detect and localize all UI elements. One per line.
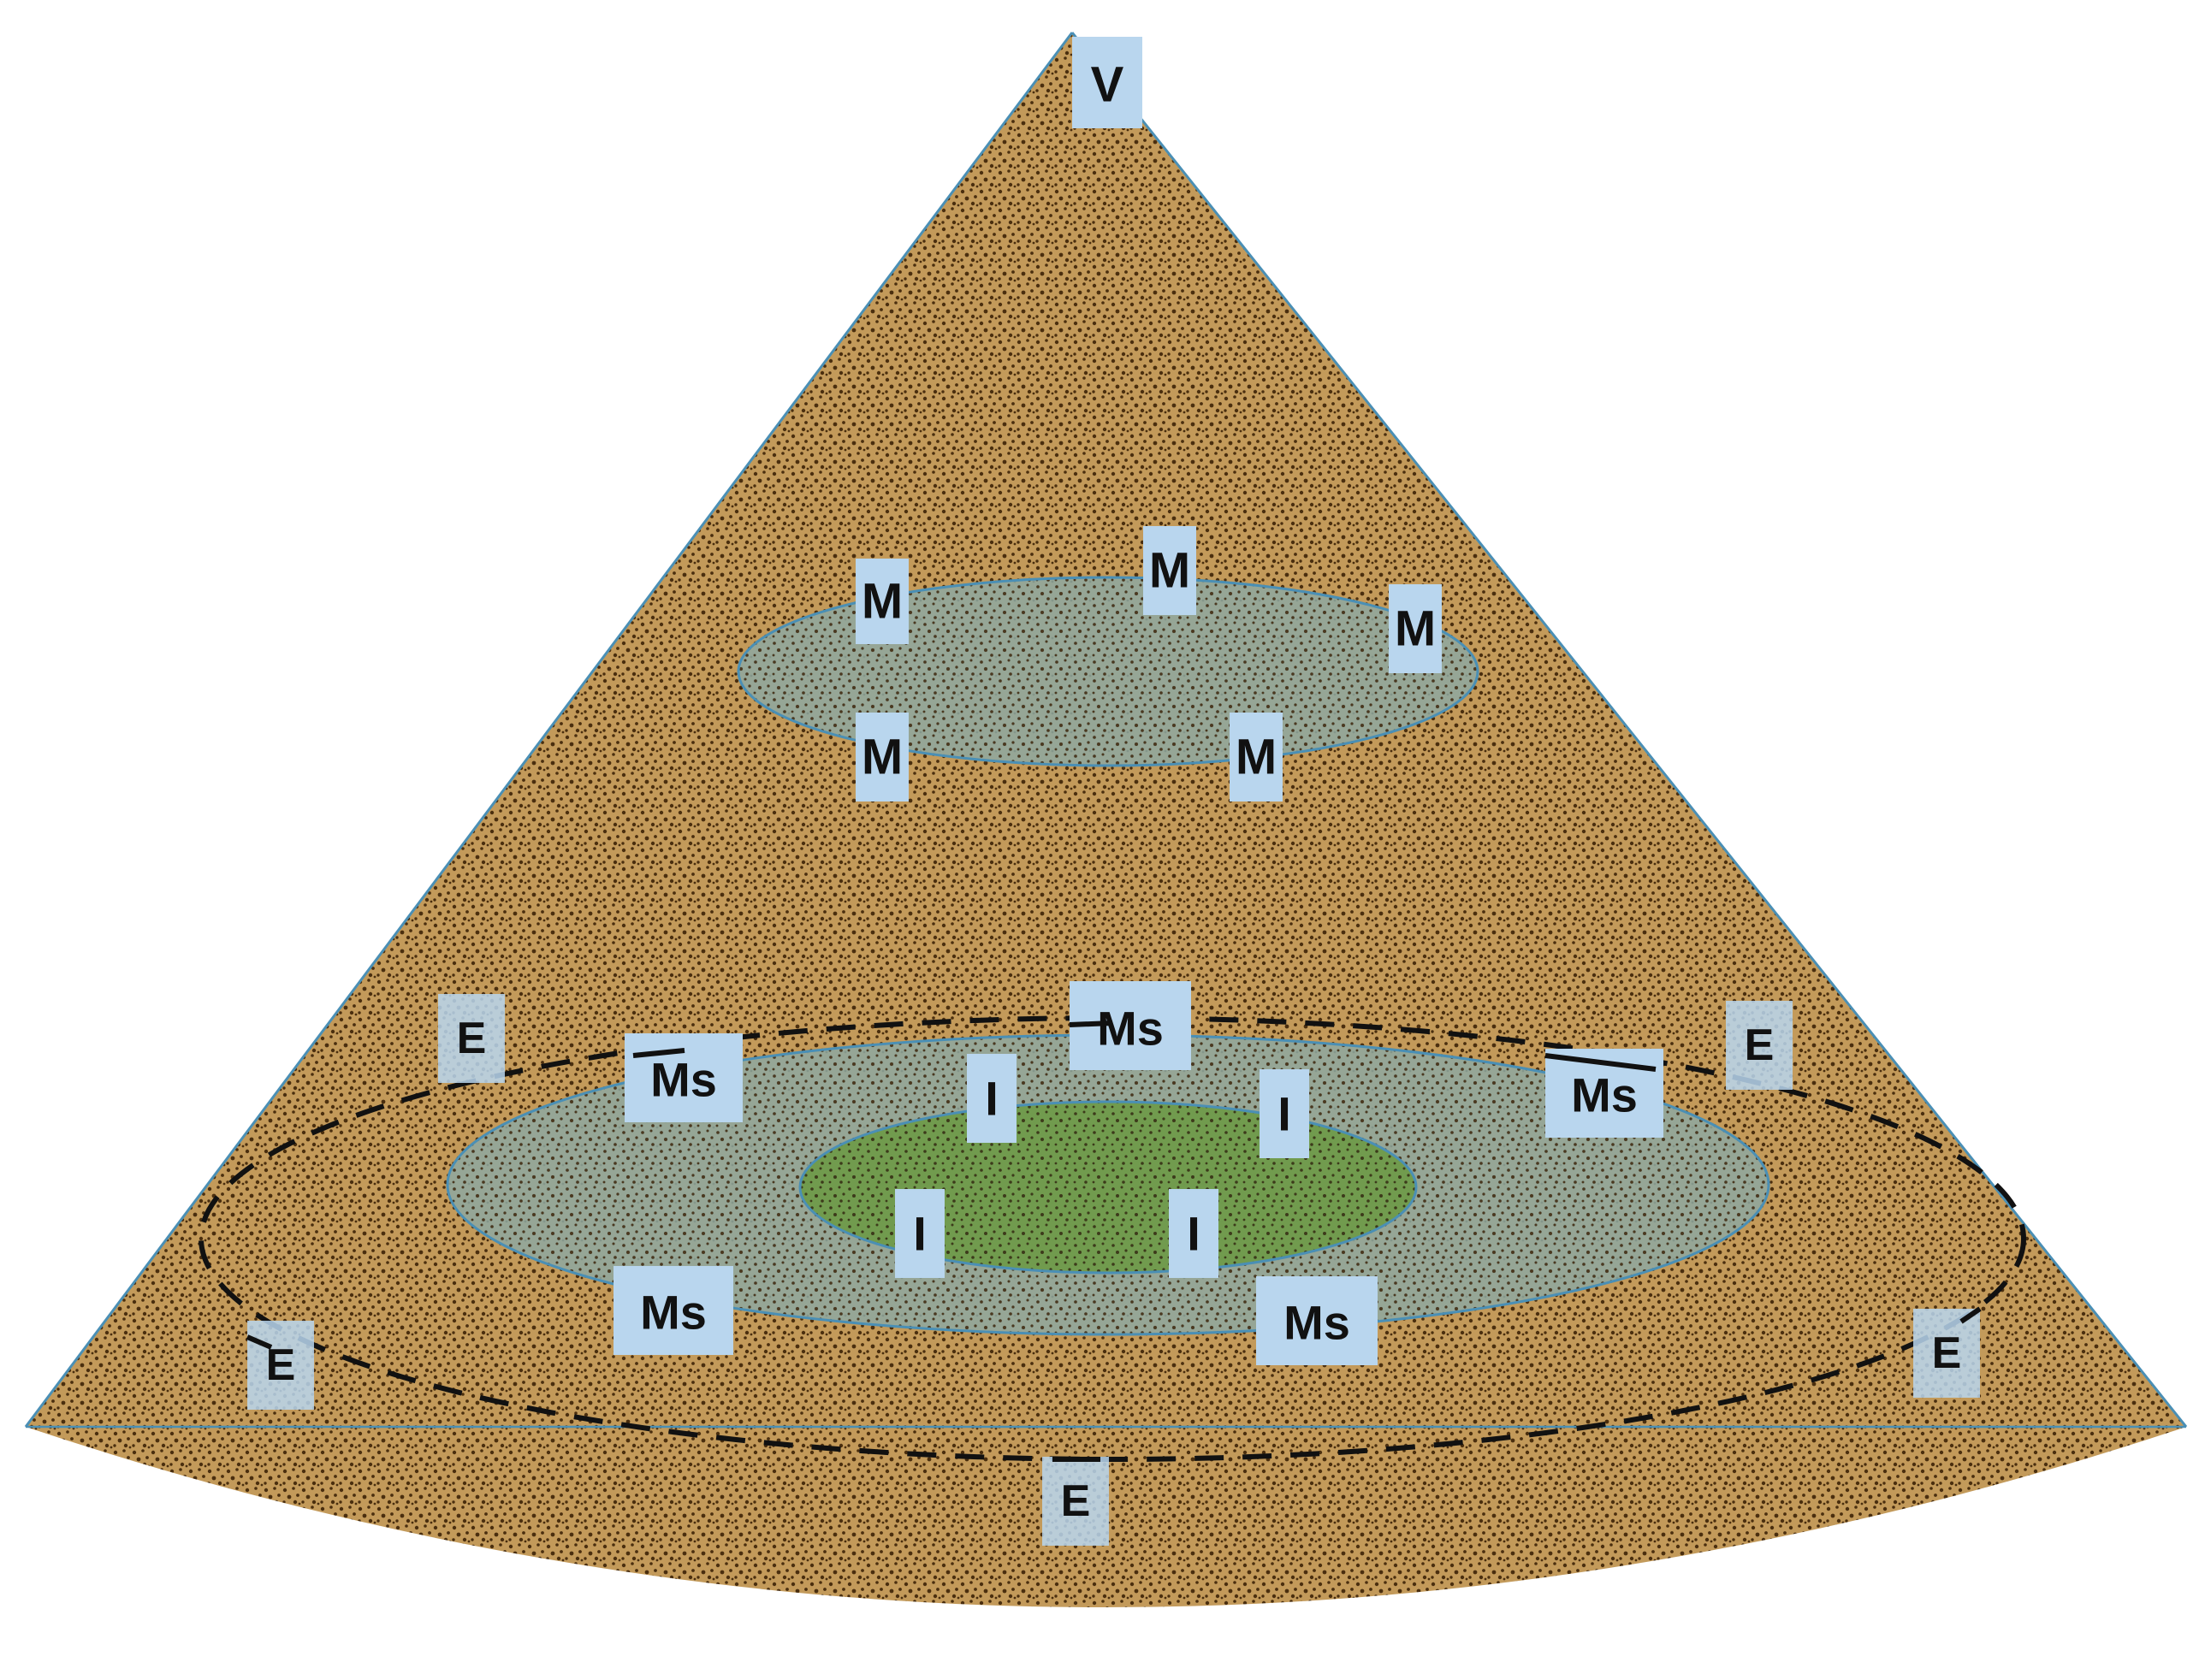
middle-ring-label: Ms bbox=[1070, 981, 1191, 1070]
outer-ring-label: E bbox=[247, 1321, 314, 1410]
svg-text:I: I bbox=[913, 1207, 927, 1261]
middle-ring-label: Ms bbox=[614, 1266, 733, 1355]
svg-text:M: M bbox=[1149, 543, 1190, 599]
svg-text:E: E bbox=[1745, 1020, 1775, 1070]
upper-ellipse bbox=[737, 576, 1479, 767]
svg-text:Ms: Ms bbox=[650, 1053, 717, 1107]
svg-text:M: M bbox=[862, 730, 903, 785]
upper-ring-label: M bbox=[1389, 584, 1442, 673]
cone-body bbox=[26, 33, 2186, 1607]
svg-text:E: E bbox=[266, 1340, 296, 1390]
svg-text:Ms: Ms bbox=[640, 1286, 707, 1340]
outer-dashed-ellipse bbox=[199, 1015, 2026, 1462]
inner-ring-label: I bbox=[895, 1189, 945, 1278]
svg-text:I: I bbox=[1277, 1087, 1291, 1141]
inner-ring-label: I bbox=[1260, 1069, 1309, 1158]
outer-ring-label: E bbox=[1726, 1001, 1793, 1090]
cone-edge-left bbox=[24, 32, 1074, 1428]
svg-text:E: E bbox=[1932, 1328, 1962, 1378]
svg-text:M: M bbox=[862, 574, 903, 630]
svg-text:M: M bbox=[1236, 730, 1277, 785]
svg-text:Ms: Ms bbox=[1283, 1296, 1350, 1350]
svg-text:I: I bbox=[985, 1072, 999, 1126]
dashed-overlay-segments bbox=[246, 1020, 1982, 1462]
inner-ring-label: I bbox=[967, 1054, 1017, 1143]
svg-text:I: I bbox=[1187, 1207, 1200, 1261]
svg-text:Ms: Ms bbox=[1097, 1002, 1164, 1056]
svg-text:V: V bbox=[1091, 57, 1124, 113]
svg-text:E: E bbox=[457, 1014, 487, 1063]
middle-ring-label: Ms bbox=[1256, 1276, 1378, 1365]
outer-ring-label: E bbox=[438, 994, 505, 1083]
svg-text:Ms: Ms bbox=[1571, 1068, 1638, 1122]
outer-ring-label: E bbox=[1042, 1457, 1109, 1546]
cone-edge-right bbox=[1070, 32, 2188, 1428]
apex-label: V bbox=[1072, 37, 1142, 128]
upper-ring-label: M bbox=[1230, 713, 1283, 802]
outer-ring-label: E bbox=[1913, 1309, 1980, 1398]
upper-ring-label: M bbox=[1143, 526, 1196, 615]
svg-text:M: M bbox=[1395, 601, 1436, 657]
upper-ring-label: M bbox=[856, 559, 909, 644]
svg-text:E: E bbox=[1061, 1476, 1091, 1526]
middle-ring-label: Ms bbox=[625, 1033, 743, 1122]
inner-ring-label: I bbox=[1169, 1189, 1218, 1278]
upper-ring-label: M bbox=[856, 713, 909, 802]
inner-ellipse bbox=[798, 1100, 1418, 1275]
